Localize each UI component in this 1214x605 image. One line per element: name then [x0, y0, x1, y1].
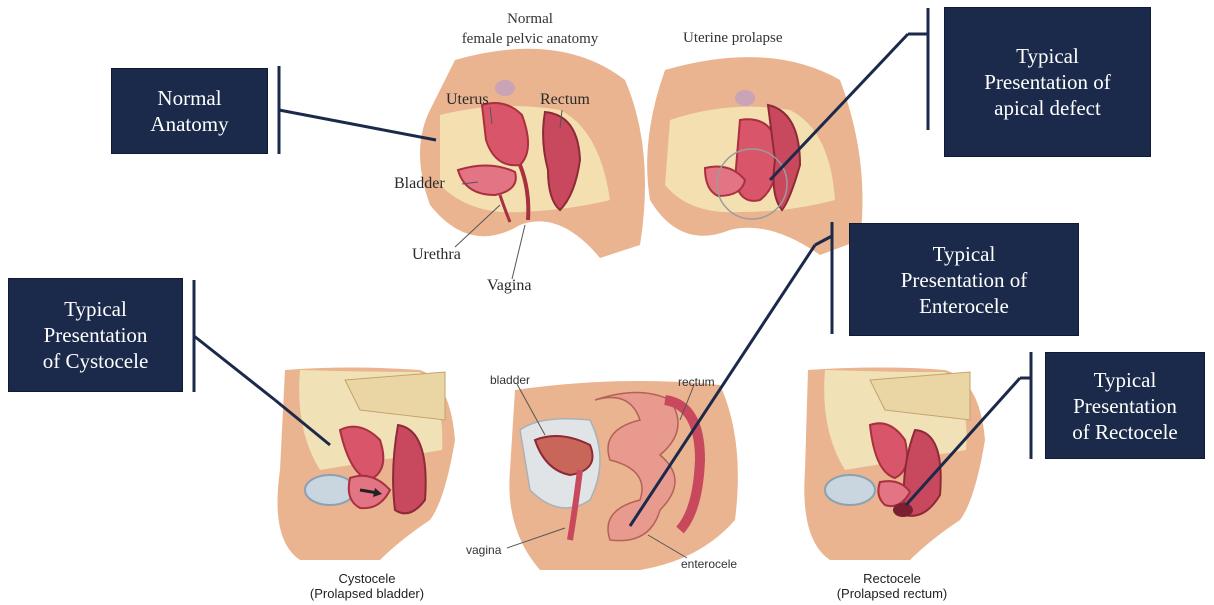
callout-normal-anatomy: Normal Anatomy	[111, 68, 268, 154]
label-enterocele-bladder: bladder	[490, 373, 530, 387]
label-enterocele: enterocele	[681, 557, 737, 571]
title-normal-anatomy: Normal female pelvic anatomy	[430, 9, 630, 49]
callout-rectocele: Typical Presentation of Rectocele	[1045, 352, 1205, 459]
label-urethra: Urethra	[412, 246, 461, 264]
illustration-rectocele	[804, 368, 985, 561]
label-uterus: Uterus	[446, 91, 489, 109]
caption-rectocele: Rectocele (Prolapsed rectum)	[807, 571, 977, 601]
label-enterocele-rectum: rectum	[678, 375, 715, 389]
title-uterine-prolapse: Uterine prolapse	[683, 30, 783, 47]
illustration-cystocele	[278, 368, 456, 561]
illustration-normal-anatomy	[420, 49, 645, 279]
label-vagina: Vagina	[487, 277, 531, 295]
caption-cystocele: Cystocele (Prolapsed bladder)	[282, 571, 452, 601]
callout-cystocele: Typical Presentation of Cystocele	[8, 278, 183, 392]
illustration-uterine-prolapse	[647, 57, 862, 255]
callout-apical-defect: Typical Presentation of apical defect	[944, 7, 1151, 157]
connector-normal	[279, 66, 436, 154]
callout-enterocele: Typical Presentation of Enterocele	[849, 223, 1079, 336]
illustration-enterocele	[507, 381, 738, 570]
label-rectum: Rectum	[540, 91, 590, 109]
label-bladder: Bladder	[394, 175, 445, 193]
label-enterocele-vagina: vagina	[466, 543, 501, 557]
